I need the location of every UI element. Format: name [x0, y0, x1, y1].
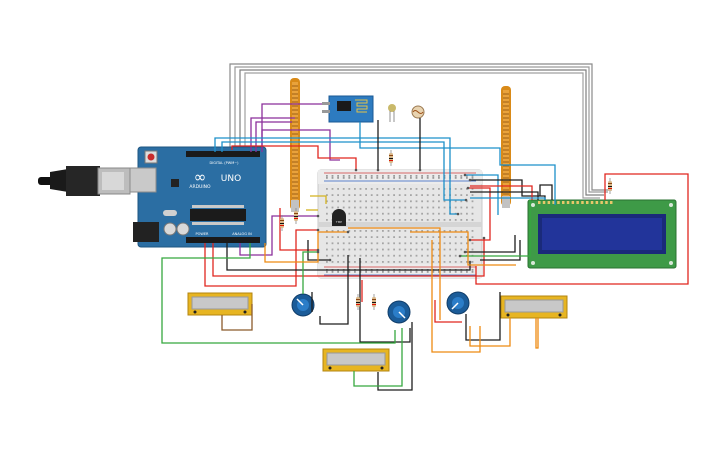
wire-endpoints — [316, 168, 486, 264]
wires — [161, 103, 689, 391]
lcd-16x2-display[interactable] — [527, 199, 677, 269]
usb-cable — [38, 166, 131, 196]
temperature-sensor[interactable]: TMP — [332, 209, 346, 226]
power-header-text: POWER — [196, 232, 210, 236]
flex-sensor-left[interactable] — [290, 78, 300, 212]
resistors — [280, 150, 612, 310]
temperature-sensor-label: TMP — [335, 220, 342, 224]
digital-header[interactable] — [186, 151, 260, 157]
slide-pot-right[interactable] — [500, 295, 568, 319]
breadboard[interactable] — [317, 169, 483, 279]
slide-pot-bottom[interactable] — [322, 348, 390, 372]
power-analog-header[interactable] — [186, 237, 260, 243]
digital-header-text: DIGITAL (PWM~) — [209, 161, 239, 165]
potentiometer-1[interactable] — [291, 293, 315, 317]
potentiometer-3[interactable] — [446, 291, 470, 315]
led[interactable] — [388, 104, 396, 122]
grey-wire-bundle — [229, 63, 612, 199]
analog-header-text: ANALOG IN — [232, 232, 252, 236]
slide-pot-left[interactable] — [187, 292, 253, 316]
flex-sensor-right[interactable] — [501, 86, 511, 208]
breadboard-holes — [326, 175, 474, 273]
arduino-logo-icon: ∞ — [194, 168, 207, 186]
potentiometer-2[interactable] — [387, 300, 411, 324]
photoresistor[interactable] — [411, 105, 425, 119]
lcd-screen — [542, 218, 662, 250]
reset-button[interactable] — [147, 153, 155, 161]
board-brand-text: ARDUINO — [189, 184, 211, 190]
arduino-uno-board[interactable]: ∞ ARDUINO UNO DIGITAL (PWM~) POWER ANALO… — [129, 146, 267, 248]
atmega-chip — [190, 209, 246, 221]
board-model-text: UNO — [221, 174, 241, 184]
wifi-module[interactable] — [322, 95, 374, 123]
